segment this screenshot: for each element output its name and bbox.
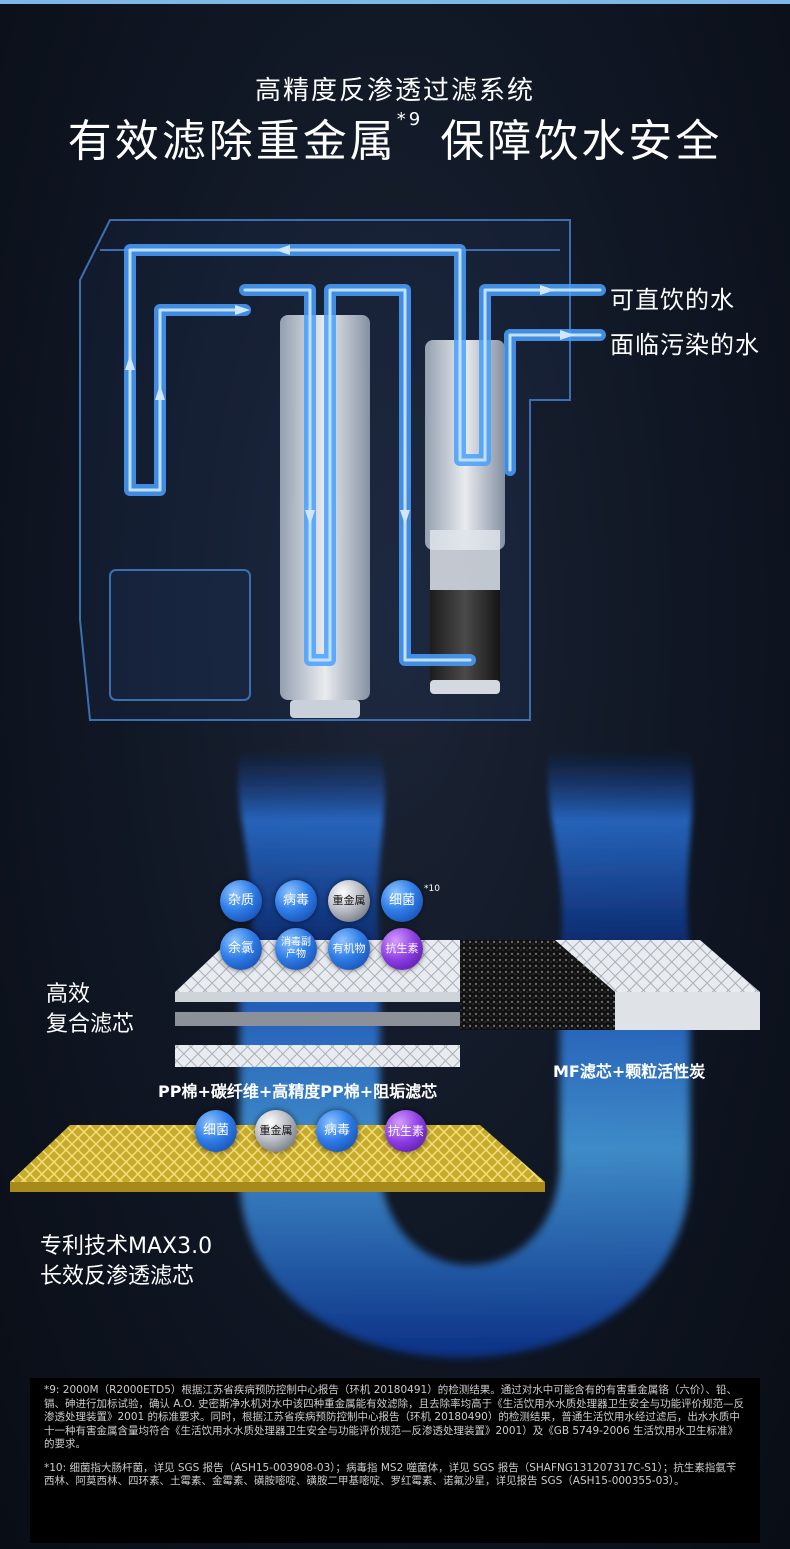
- mf-filter-label: MF滤芯+颗粒活性炭: [553, 1062, 706, 1081]
- callout-drinkable-water: 可直饮的水: [610, 286, 735, 314]
- ro-contaminant-heavy-metal: 重金属: [255, 1110, 297, 1152]
- ro-contaminant-antibiotic: 抗生素: [385, 1110, 427, 1152]
- callout-polluted-water: 面临污染的水: [610, 331, 760, 359]
- footnotes: *9: 2000M（R2000ETD5）根据江苏省疾病预防控制中心报告（环机 2…: [30, 1378, 760, 1543]
- composite-filter-label: 高效 复合滤芯: [46, 980, 134, 1040]
- bacteria-footnote-mark: *10: [424, 884, 440, 894]
- composite-filter-label-line2: 复合滤芯: [46, 1012, 135, 1037]
- ro-filter-label: 专利技术MAX3.0 长效反渗透滤芯: [40, 1232, 212, 1292]
- ro-contaminant-bacteria: 细菌: [195, 1110, 237, 1152]
- title-part-1: 有效滤除重金属: [67, 116, 397, 167]
- page-subtitle: 高精度反渗透过滤系统: [254, 76, 535, 106]
- contaminant-virus: 病毒: [275, 880, 317, 922]
- page-title: 有效滤除重金属*9 保障饮水安全: [0, 105, 790, 169]
- ro-contaminant-virus: 病毒: [316, 1110, 358, 1152]
- footnote-9: *9: 2000M（R2000ETD5）根据江苏省疾病预防控制中心报告（环机 2…: [44, 1384, 745, 1450]
- footnote-10: *10: 细菌指大肠杆菌，详见 SGS 报告（ASH15-003908-03）；…: [44, 1461, 737, 1488]
- contaminant-heavy-metal: 重金属: [328, 880, 370, 922]
- title-part-2: 保障饮水安全: [440, 116, 723, 167]
- contaminant-impurity: 杂质: [220, 880, 262, 922]
- cartridge-right-carbon: [430, 590, 500, 680]
- water-stream: [239, 940, 690, 1358]
- purifier-illustration: [79, 219, 693, 950]
- pp-layer: [175, 1045, 460, 1067]
- mf-layer: [555, 940, 760, 992]
- top-accent-line: [0, 0, 790, 4]
- ro-filter-label-line2: 长效反渗透滤芯: [40, 1264, 195, 1289]
- composite-filter-label-line1: 高效: [46, 982, 91, 1007]
- arrow-icons: [125, 245, 575, 525]
- contaminant-residual-chlorine: 余氯: [220, 928, 262, 970]
- water-plasma: [237, 750, 693, 950]
- pp-filter-label: PP棉+碳纤维+高精度PP棉+阻垢滤芯: [158, 1082, 438, 1101]
- contaminant-organic: 有机物: [328, 928, 370, 970]
- ro-filter-label-line1: 专利技术MAX3.0: [40, 1234, 213, 1259]
- contaminant-disinfection-byproduct: 消毒副产物: [275, 928, 317, 970]
- contaminant-bacteria: 细菌: [381, 880, 423, 922]
- contaminant-antibiotic: 抗生素: [381, 928, 423, 970]
- title-footnote-mark: *9: [396, 109, 424, 130]
- cartridge-right-mesh: [430, 530, 500, 590]
